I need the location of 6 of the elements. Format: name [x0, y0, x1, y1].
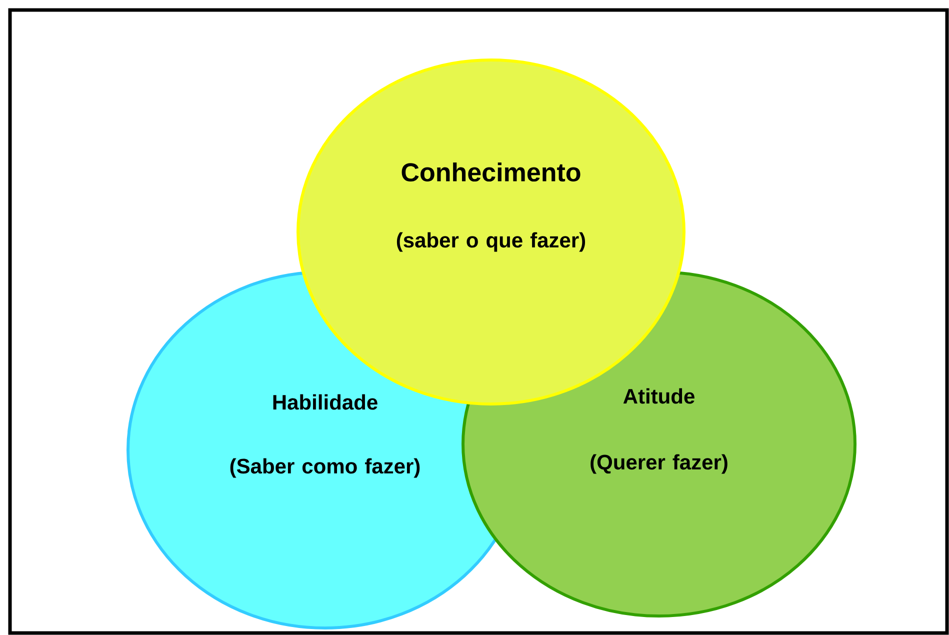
circle-title: Habilidade	[273, 394, 378, 410]
circle-subtitle: (Saber como fazer)	[230, 458, 420, 478]
circle-title: Conhecimento	[402, 162, 580, 182]
circle-subtitle: (Querer fazer)	[590, 454, 728, 474]
circle-title: Atitude	[623, 388, 694, 404]
circle-subtitle: (saber o que fazer)	[396, 232, 586, 252]
